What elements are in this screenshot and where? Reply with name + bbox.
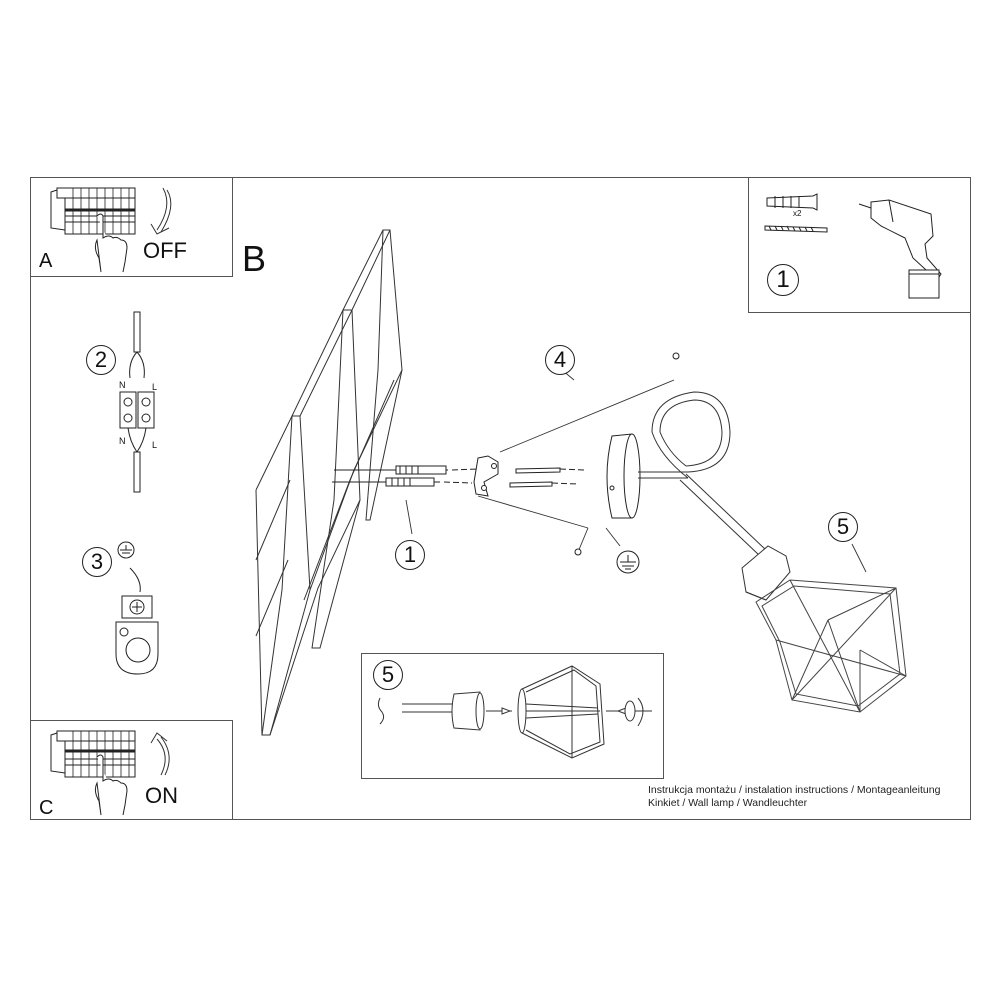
arrow-up-icon	[150, 732, 170, 776]
step-2-number: 2	[86, 345, 116, 375]
step-3-number: 3	[82, 547, 112, 577]
instruction-sheet-frame	[30, 177, 971, 820]
breaker-panel-icon	[50, 730, 170, 816]
terminal-block-wiring-diagram	[119, 311, 155, 493]
on-label: ON	[145, 783, 178, 808]
wall-plug-and-screw-icon	[764, 193, 828, 233]
step-4-number: 4	[545, 345, 575, 375]
wire-label-l-bottom: L	[152, 440, 158, 450]
panel-a-letter: A	[39, 250, 53, 272]
step-1-wall-number: 1	[395, 540, 425, 570]
hand-icon	[94, 213, 128, 273]
off-label: OFF	[143, 238, 187, 263]
panel-c-letter: C	[39, 797, 54, 819]
panel-a-switch-off: A OFF	[30, 177, 233, 277]
step-5-inset-number: 5	[373, 660, 403, 690]
panel-b-letter: B	[242, 238, 267, 279]
wire-label-n-bottom: N	[119, 436, 126, 446]
step-5-main-number: 5	[828, 512, 858, 542]
wire-label-n-top: N	[119, 380, 126, 390]
footer-caption: Instrukcja montażu / instalation instruc…	[648, 784, 940, 810]
arrow-down-icon	[150, 187, 172, 235]
wire-label-l-top: L	[152, 382, 158, 392]
wire-icon	[377, 697, 385, 725]
cordless-drill-icon	[858, 199, 942, 299]
shade-exploded-view	[377, 665, 652, 759]
footer-line-2: Kinkiet / Wall lamp / Wandleuchter	[648, 797, 808, 809]
step-1-tools-number: 1	[767, 264, 799, 296]
ground-terminal-diagram	[115, 541, 159, 675]
step-1-tools-box: x2 1	[748, 177, 971, 313]
footer-line-1: Instrukcja montażu / instalation instruc…	[648, 784, 941, 796]
breaker-panel-icon	[50, 187, 172, 273]
step-5-shade-assembly-inset: 5	[361, 653, 664, 779]
quantity-label: x2	[793, 209, 802, 218]
panel-c-switch-on: C ON	[30, 720, 233, 820]
hand-icon	[94, 754, 128, 816]
